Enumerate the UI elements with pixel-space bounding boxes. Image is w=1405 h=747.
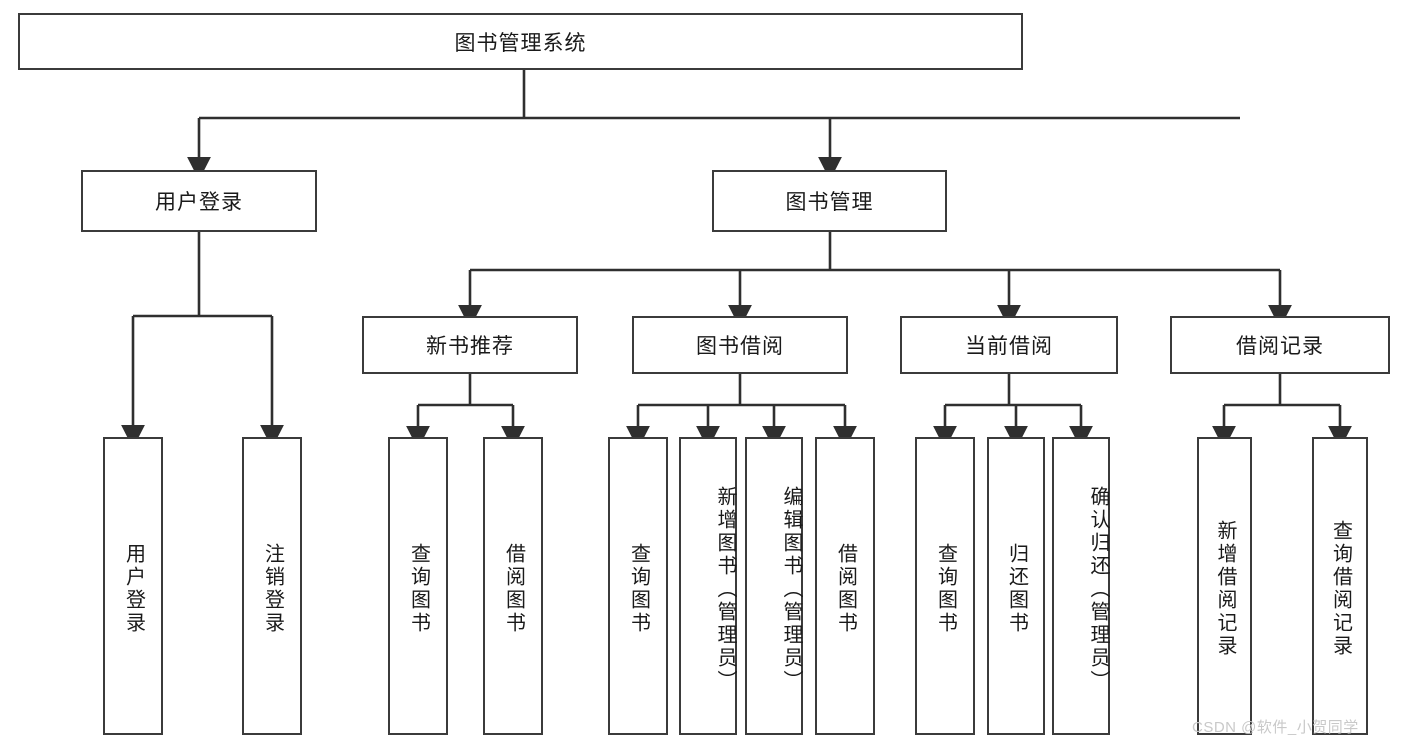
leaf-user-login-signin[interactable]: 用户登录	[103, 437, 163, 735]
leaf-new-book-borrow[interactable]: 借阅图书	[483, 437, 543, 735]
leaf-borrow-add-book-admin[interactable]: 新增图书（管理员）	[679, 437, 737, 735]
node-new-book-recommend[interactable]: 新书推荐	[362, 316, 578, 374]
leaf-record-add-record[interactable]: 新增借阅记录	[1197, 437, 1252, 735]
leaf-new-book-query[interactable]: 查询图书	[388, 437, 448, 735]
leaf-current-return-book[interactable]: 归还图书	[987, 437, 1045, 735]
leaf-user-login-signout[interactable]: 注销登录	[242, 437, 302, 735]
node-book-borrow[interactable]: 图书借阅	[632, 316, 848, 374]
node-root-book-management-system[interactable]: 图书管理系统	[18, 13, 1023, 70]
leaf-record-query-record[interactable]: 查询借阅记录	[1312, 437, 1368, 735]
leaf-borrow-edit-book-admin[interactable]: 编辑图书（管理员）	[745, 437, 803, 735]
leaf-borrow-query-book[interactable]: 查询图书	[608, 437, 668, 735]
watermark-csdn: CSDN @软件_小贺同学	[1192, 719, 1359, 736]
leaf-current-confirm-return-admin[interactable]: 确认归还（管理员）	[1052, 437, 1110, 735]
leaf-borrow-borrow-book[interactable]: 借阅图书	[815, 437, 875, 735]
node-current-borrow[interactable]: 当前借阅	[900, 316, 1118, 374]
leaf-current-query-book[interactable]: 查询图书	[915, 437, 975, 735]
node-borrow-record[interactable]: 借阅记录	[1170, 316, 1390, 374]
node-user-login[interactable]: 用户登录	[81, 170, 317, 232]
node-book-management[interactable]: 图书管理	[712, 170, 947, 232]
